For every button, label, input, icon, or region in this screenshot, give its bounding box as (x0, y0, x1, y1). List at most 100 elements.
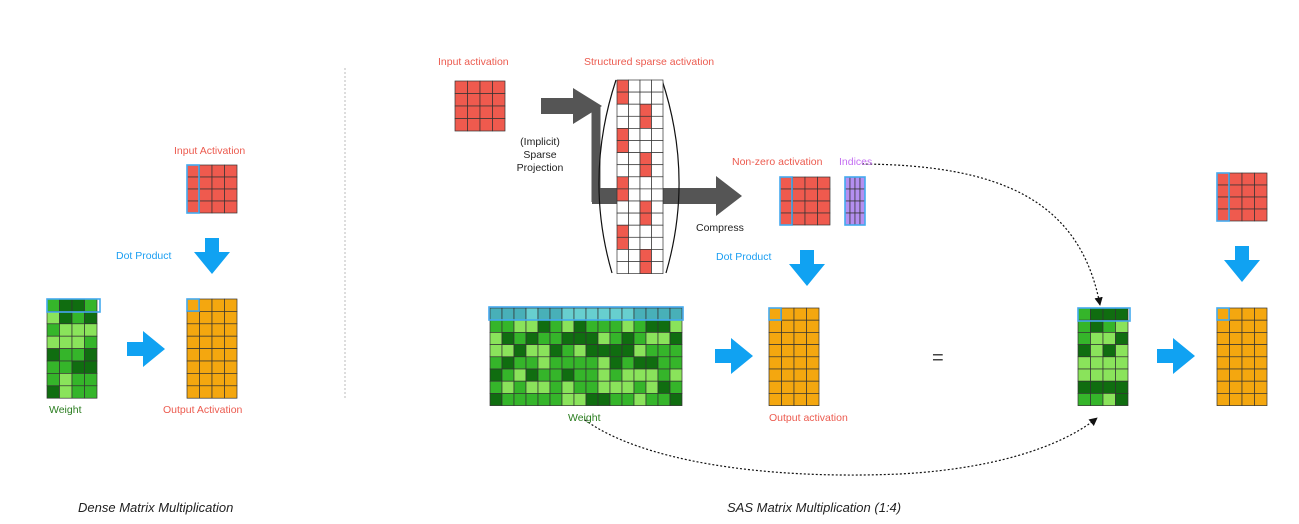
sas-weight-grid-cell (513, 380, 527, 394)
structured-sparse-grid-cell (628, 188, 641, 202)
sas-input-grid-cell (454, 80, 468, 94)
sas-weight-grid-cell (525, 393, 539, 406)
sas-output-grid-cell (768, 380, 782, 394)
sas-weight-grid-cell (525, 319, 539, 333)
sas-weight-grid-cell (573, 307, 587, 321)
sas-weight-grid-cell (621, 319, 635, 333)
structured-sparse-grid-cell (628, 128, 641, 141)
sas-input-grid-cell (454, 93, 468, 107)
indices-grid-cell (849, 188, 856, 202)
final-input-grid-cell (1229, 208, 1243, 222)
nonzero-activation-grid-cell (817, 212, 831, 226)
dense-input-activation-label: Input Activation (174, 145, 246, 157)
indices-grid-cell (854, 188, 861, 202)
compressed-weight-grid-cell (1115, 393, 1129, 406)
sas-weight-grid-cell (537, 332, 551, 345)
dense-down-arrow-icon (194, 238, 230, 274)
sas-weight-grid-cell (549, 344, 563, 358)
indices-grid-cell (854, 212, 861, 226)
indices-grid-cell (849, 176, 856, 190)
dense-output-grid-cell (224, 385, 238, 399)
sas-weight-grid-cell (657, 356, 671, 370)
sas-weight-grid-cell (609, 344, 623, 358)
final-input-grid-cell (1216, 196, 1230, 210)
structured-sparse-grid-cell (639, 152, 652, 166)
dense-output-grid-cell (199, 385, 213, 399)
compressed-weight-highlight (1077, 307, 1131, 322)
sas-weight-grid-cell (609, 332, 623, 345)
structured-sparse-grid-cell (639, 200, 652, 214)
structured-sparse-grid-cell (616, 152, 629, 166)
dense-weight-grid-cell (84, 348, 98, 362)
sas-weight-grid-cell (609, 319, 623, 333)
sas-weight-grid-cell (489, 380, 503, 394)
dense-weight-grid-cell (84, 385, 98, 399)
indices-grid-cell (849, 212, 856, 226)
sas-output-grid-cell (781, 393, 795, 406)
compressed-weight-grid-cell (1090, 368, 1104, 382)
dense-weight-grid-cell (71, 323, 85, 337)
sas-weight-grid-cell (513, 356, 527, 370)
sas-weight-grid-cell (633, 344, 647, 358)
indices-label: Indices (839, 156, 873, 168)
sas-weight-grid-cell (657, 368, 671, 382)
sas-input-grid-cell (454, 105, 468, 119)
structured-sparse-label: Structured sparse activation (584, 56, 715, 68)
dense-weight-grid-cell (59, 360, 73, 374)
nonzero-activation-grid-cell (779, 176, 793, 190)
sas-dot-product-label: Dot Product (716, 251, 772, 263)
dense-output-grid-cell (224, 348, 238, 362)
nonzero-activation-grid-cell (804, 176, 818, 190)
dense-input-grid-cell (224, 164, 238, 178)
sas-weight-grid-cell (501, 307, 515, 321)
compressed-weight-grid-cell (1077, 368, 1091, 382)
sas-weight-grid-cell (645, 332, 659, 345)
sas-output-grid-cell (806, 307, 820, 321)
final-input-grid-cell (1241, 208, 1255, 222)
sas-output-grid-cell (806, 319, 820, 333)
dense-input-grid-cell (199, 188, 213, 202)
compress-arrow (592, 176, 742, 216)
structured-sparse-grid-cell (639, 236, 652, 250)
compressed-weight-grid-cell (1102, 368, 1116, 382)
compressed-weight-grid-cell (1090, 380, 1104, 394)
sas-weight-grid-cell (609, 356, 623, 370)
compressed-weight-grid-cell (1090, 356, 1104, 370)
dense-weight-grid-cell (46, 348, 60, 362)
nonzero-activation-grid-cell (804, 200, 818, 214)
sas-weight-grid-cell (489, 307, 503, 321)
sas-input-grid-cell (454, 118, 468, 132)
final-output-grid-cell (1254, 344, 1268, 358)
structured-sparse-grid-cell (639, 140, 652, 153)
compressed-weight-grid-cell (1077, 393, 1091, 406)
structured-sparse-grid-cell (651, 188, 664, 202)
sas-weight-highlight (488, 306, 684, 321)
final-output-grid-cell (1254, 368, 1268, 382)
final-input-grid-cell (1216, 208, 1230, 222)
structured-sparse-grid-cell (639, 79, 652, 93)
final-input-grid-cell (1241, 172, 1255, 186)
final-output-grid-cell (1229, 319, 1243, 333)
sas-weight-grid-cell (621, 332, 635, 345)
sas-weight-grid-cell (537, 307, 551, 321)
nonzero-activation-grid-cell (804, 188, 818, 202)
final-right-arrow-icon (1157, 338, 1195, 374)
dense-input-grid-cell (211, 164, 225, 178)
sas-weight-grid-cell (489, 356, 503, 370)
structured-sparse-grid-cell (628, 261, 641, 274)
structured-sparse-grid-cell (651, 200, 664, 214)
sas-weight-grid-cell (597, 332, 611, 345)
structured-sparse-grid-cell (651, 224, 664, 238)
final-output-grid-cell (1229, 368, 1243, 382)
structured-sparse-grid-cell (651, 91, 664, 105)
nonzero-activation-grid-cell (779, 212, 793, 226)
sas-output-grid-cell (781, 332, 795, 345)
dense-weight-grid-cell (71, 348, 85, 362)
structured-sparse-grid-cell (628, 79, 641, 93)
sas-output-grid-cell (768, 356, 782, 370)
structured-sparse-grid-cell (651, 176, 664, 190)
sas-weight-grid-cell (645, 393, 659, 406)
sas-weight-grid-cell (645, 368, 659, 382)
sas-weight-grid-cell (501, 356, 515, 370)
dense-output-grid-cell (199, 373, 213, 387)
